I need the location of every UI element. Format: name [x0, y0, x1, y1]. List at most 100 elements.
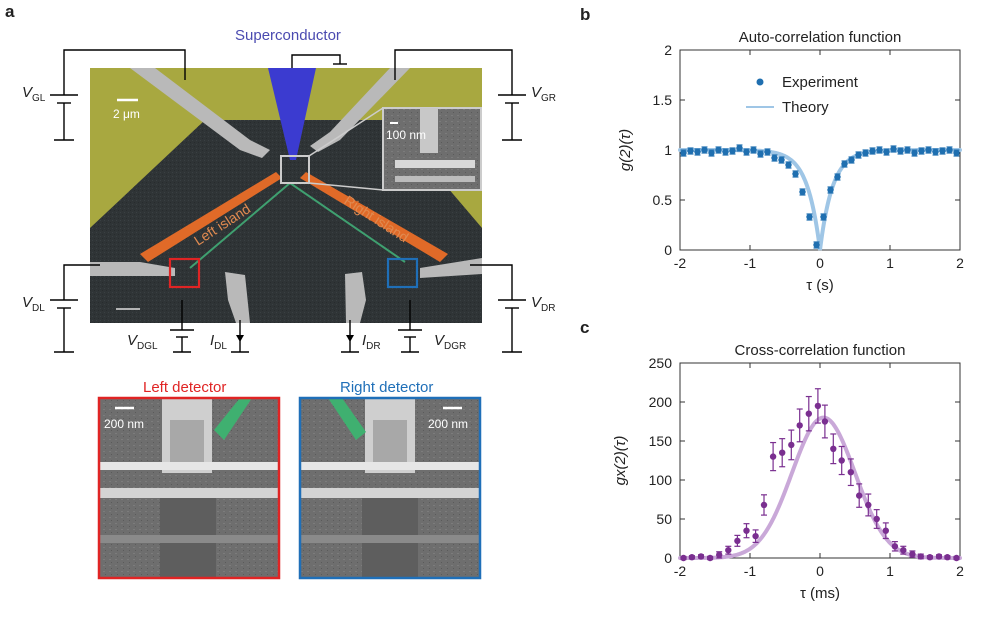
data-point [687, 147, 694, 155]
data-point [752, 532, 759, 540]
x-axis-label: τ (ms) [800, 585, 840, 602]
device-figure: 2 μm 100 nm Left island Right island Sup… [22, 27, 556, 580]
right-detector-image: 200 nm [298, 396, 482, 580]
data-point [764, 148, 771, 156]
data-point [918, 147, 925, 155]
data-point [743, 148, 750, 156]
data-point [729, 147, 736, 155]
circuit-wires [50, 49, 526, 353]
data-point [834, 173, 841, 181]
superconductor-ground [291, 54, 347, 68]
y-tick-label: 200 [649, 394, 673, 410]
label-idr: IDR [362, 332, 381, 352]
data-point [725, 547, 732, 554]
data-point [944, 554, 951, 561]
x-tick-label: 0 [816, 563, 824, 579]
data-point [865, 501, 872, 509]
x-tick-label: 1 [886, 255, 894, 271]
scalebar-main: 2 μm [113, 107, 140, 121]
gate-lead-right [310, 68, 410, 152]
panel-label-b: b [580, 5, 591, 24]
left-island-shape [140, 172, 282, 262]
gate-lead-bottom-left [225, 272, 250, 323]
zoom-box [280, 155, 310, 184]
x-tick-label: -2 [674, 563, 687, 579]
chart-title: Cross-correlation function [735, 342, 906, 359]
panel-label-a: a [5, 2, 15, 21]
theory-curve [678, 415, 962, 560]
label-vgl: VGL [22, 84, 46, 104]
data-point [869, 147, 876, 155]
data-point [701, 146, 708, 154]
y-tick-label: 2 [664, 42, 672, 58]
data-point [716, 551, 723, 559]
data-point [788, 441, 795, 449]
data-point [946, 146, 953, 154]
data-point [750, 146, 757, 154]
data-point [897, 147, 904, 155]
data-point [778, 156, 785, 164]
data-point [757, 150, 764, 158]
label-vdgr: VDGR [434, 332, 466, 352]
superconductor-lead [268, 68, 316, 160]
x-tick-label: 2 [956, 255, 964, 271]
legend-label-experiment: Experiment [782, 74, 859, 91]
data-point [706, 554, 714, 562]
data-point [876, 146, 883, 154]
y-tick-label: 0 [664, 550, 672, 566]
data-point [827, 186, 834, 194]
y-tick-label: 1.5 [653, 92, 673, 108]
data-point [911, 149, 918, 157]
data-point [838, 457, 845, 464]
drain-lead-left [90, 262, 175, 276]
x-tick-label: 2 [956, 563, 964, 579]
superconductor-label: Superconductor [235, 27, 341, 44]
scalebar-inset: 100 nm [386, 128, 426, 142]
x-tick-label: -1 [744, 255, 757, 271]
data-point [883, 148, 890, 156]
data-point [799, 188, 806, 196]
data-point [856, 492, 863, 499]
data-point [821, 418, 829, 425]
data-point [715, 146, 722, 154]
y-tick-label: 50 [656, 511, 672, 527]
right-island-shape [300, 172, 448, 262]
data-point [939, 147, 946, 155]
legend-label-theory: Theory [782, 99, 829, 116]
data-point [925, 146, 932, 154]
data-point [848, 156, 855, 164]
label-vgr: VGR [531, 84, 556, 104]
scalebar-left-detector: 200 nm [104, 417, 144, 431]
data-point [909, 550, 916, 558]
data-point [873, 515, 880, 523]
data-point [932, 148, 939, 156]
data-point [805, 410, 812, 417]
y-tick-label: 100 [649, 472, 673, 488]
plot-frame [679, 362, 961, 559]
label-idl: IDL [210, 332, 227, 352]
data-point [743, 527, 750, 534]
data-point [917, 553, 924, 560]
data-point [771, 154, 778, 162]
data-point [736, 144, 743, 152]
data-point [779, 449, 786, 456]
data-point [769, 453, 777, 460]
data-point [722, 148, 729, 156]
data-point [796, 422, 803, 429]
data-point [694, 148, 701, 156]
y-tick-label: 1 [664, 142, 672, 158]
chart-title: Auto-correlation function [739, 29, 902, 46]
data-point [830, 445, 837, 452]
data-point [688, 554, 696, 561]
data-point [680, 149, 687, 157]
data-point [841, 160, 848, 168]
data-point [820, 213, 827, 221]
x-axis-label: τ (s) [806, 277, 834, 294]
scalebar-right-detector: 200 nm [428, 417, 468, 431]
data-point [935, 553, 943, 560]
data-point [900, 547, 907, 554]
panel-label-c: c [580, 318, 590, 337]
x-tick-label: 0 [816, 255, 824, 271]
data-point [847, 469, 854, 476]
data-point [792, 170, 799, 178]
